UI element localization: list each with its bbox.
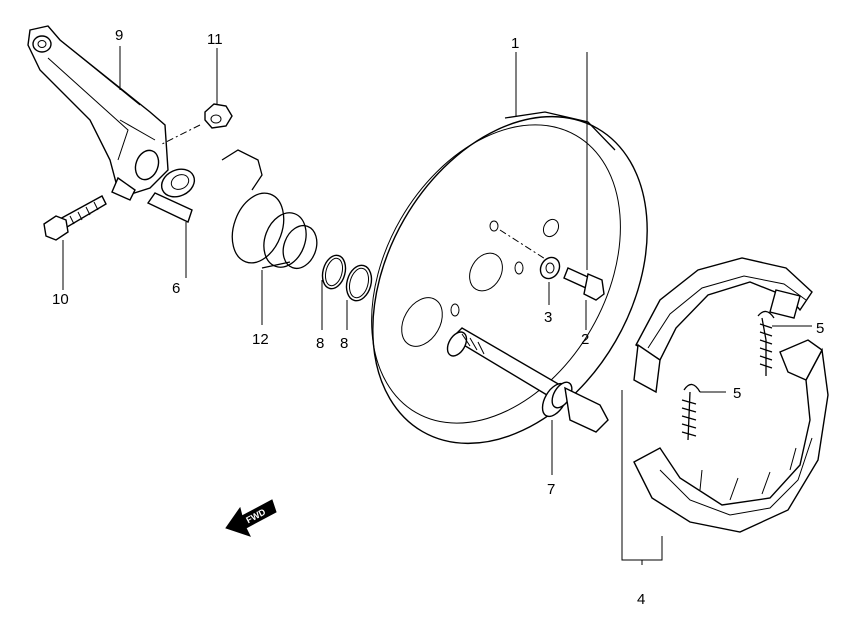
callout-10: 10 bbox=[52, 291, 69, 308]
callout-3: 3 bbox=[544, 309, 552, 326]
brake-cam-shaft bbox=[446, 327, 609, 433]
brake-cam-lever bbox=[27, 25, 169, 201]
callout-8-left: 8 bbox=[316, 335, 324, 352]
brake-shoe-upper bbox=[633, 257, 813, 394]
callout-1: 1 bbox=[511, 35, 519, 52]
callout-2: 2 bbox=[581, 331, 589, 348]
shoe-spring-upper bbox=[757, 310, 775, 376]
lever-nut bbox=[204, 103, 233, 129]
callout-7: 7 bbox=[547, 481, 555, 498]
callout-11: 11 bbox=[207, 31, 223, 48]
callout-5-upper: 5 bbox=[816, 320, 824, 337]
o-ring-1 bbox=[321, 254, 347, 290]
forward-direction-arrow: FWD bbox=[225, 499, 277, 537]
leader-lines bbox=[62, 46, 812, 565]
lever-bolt bbox=[43, 195, 107, 241]
callout-9: 9 bbox=[115, 27, 123, 44]
panel-washer bbox=[539, 256, 561, 280]
callout-5-lower: 5 bbox=[733, 385, 741, 402]
wear-indicator-plate bbox=[146, 192, 193, 223]
callout-8-right: 8 bbox=[340, 335, 348, 352]
return-spring bbox=[221, 149, 318, 270]
callout-6: 6 bbox=[172, 280, 180, 297]
shoe-spring-lower bbox=[681, 383, 701, 441]
callout-4: 4 bbox=[637, 591, 645, 608]
cam-washer bbox=[160, 168, 196, 198]
callout-12: 12 bbox=[252, 331, 269, 348]
brake-panel bbox=[371, 111, 648, 445]
panel-bolt bbox=[563, 267, 605, 301]
brake-shoe-lower bbox=[633, 339, 829, 533]
